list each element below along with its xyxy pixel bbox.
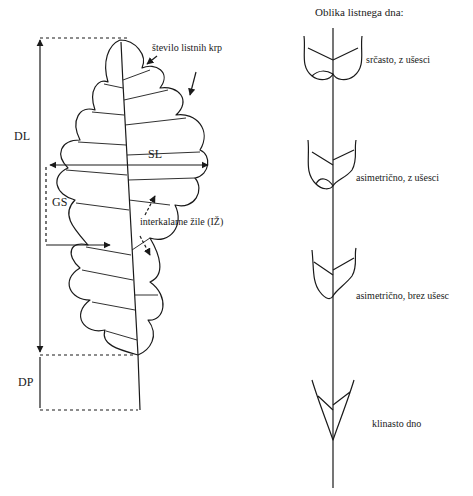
dimension-dp xyxy=(40,355,138,410)
shape-label: asimetrično, z ušesci xyxy=(356,172,439,183)
leaf-outline xyxy=(57,40,208,355)
shape-label: asimetrično, brez ušesc xyxy=(356,290,449,301)
lateral-veins xyxy=(66,70,200,340)
annotation: število listnih krp xyxy=(152,42,222,53)
vein-arrow xyxy=(140,236,150,255)
lobe-arrow xyxy=(147,56,157,64)
base-asym-no-auricle xyxy=(312,248,356,299)
dimension-label: DL xyxy=(14,130,30,143)
lobe-arrow xyxy=(190,72,196,95)
column-heading: Oblika listnega dna: xyxy=(315,6,404,18)
dimension-label: GS xyxy=(52,196,67,209)
base-midline xyxy=(332,28,333,488)
shape-label: klinasto dno xyxy=(372,418,421,429)
dimension-dl xyxy=(40,38,128,352)
dimension-sl xyxy=(50,164,208,165)
base-cuneate xyxy=(312,380,354,440)
base-cordate xyxy=(304,36,362,80)
base-asym-auricle xyxy=(308,140,356,189)
dimension-label: DP xyxy=(18,376,33,389)
dimension-label: SL xyxy=(148,148,162,161)
shape-label: srčasto, z ušesci xyxy=(366,54,430,65)
dimension-gs xyxy=(46,167,110,245)
annotation: interkalarne žile (IŽ) xyxy=(140,216,223,227)
vein-arrow xyxy=(145,196,155,215)
